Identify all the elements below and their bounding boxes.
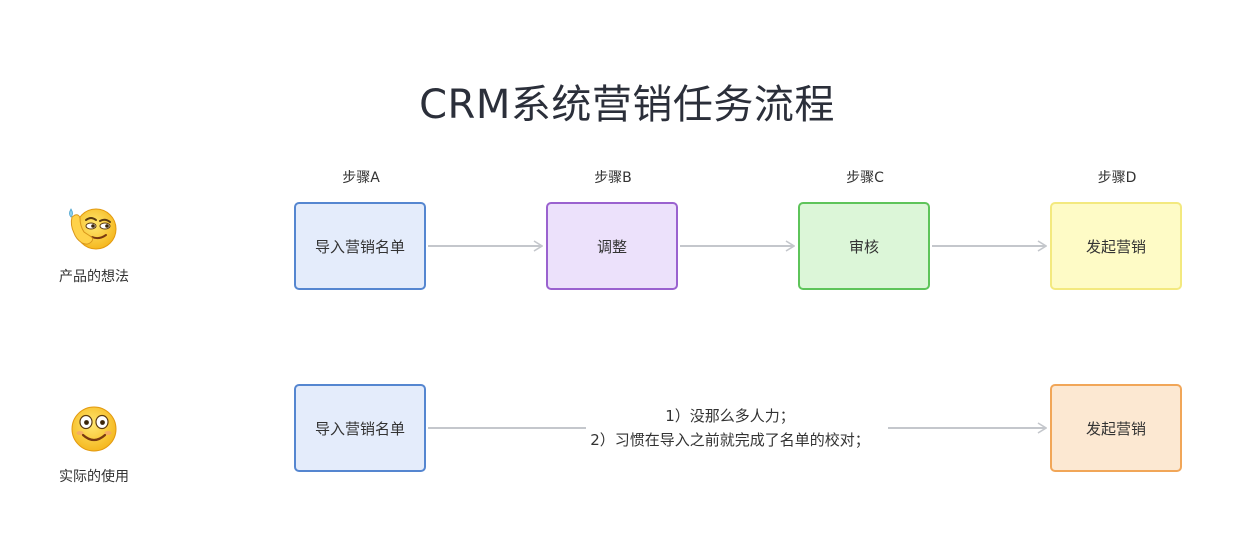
step-label-d: 步骤D [1097, 170, 1137, 186]
step-label-a: 步骤A [342, 170, 380, 186]
step-label-c: 步骤C [846, 170, 884, 186]
box-launch-marketing: 发起营销 [1050, 202, 1182, 290]
note-line-1: 1）没那么多人力； [665, 407, 795, 425]
row-label-actual-usage: 实际的使用 [59, 469, 129, 485]
row-label-product-idea: 产品的想法 [59, 269, 129, 285]
box-adjust: 调整 [546, 202, 678, 290]
note-line-2: 2）习惯在导入之前就完成了名单的校对； [590, 431, 870, 449]
diagram-title: CRM系统营销任务流程 [419, 82, 835, 128]
step-label-b: 步骤B [594, 170, 632, 186]
box-import-list-actual: 导入营销名单 [294, 384, 426, 472]
box-review: 审核 [798, 202, 930, 290]
box-import-list: 导入营销名单 [294, 202, 426, 290]
actual-usage-note: 1）没那么多人力； 2）习惯在导入之前就完成了名单的校对； [580, 404, 880, 452]
thinking-smirk-emoji-icon [69, 208, 117, 250]
box-launch-marketing-actual: 发起营销 [1050, 384, 1182, 472]
smiling-face-emoji-icon [71, 406, 117, 452]
